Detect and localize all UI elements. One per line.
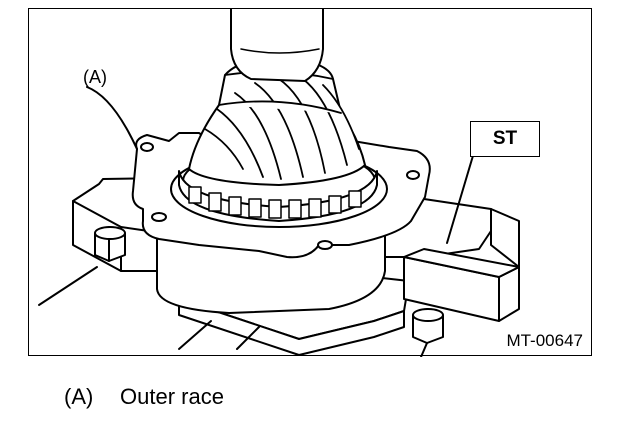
st-leader bbox=[446, 148, 476, 244]
bolt-left bbox=[94, 226, 126, 262]
st-callout-box: ST bbox=[470, 121, 540, 157]
callout-a-label: (A) bbox=[83, 67, 107, 87]
press-ram bbox=[230, 9, 324, 82]
legend-text: Outer race bbox=[120, 384, 224, 409]
legend: (A) Outer race bbox=[64, 384, 224, 410]
bearing-press-illustration bbox=[38, 9, 520, 357]
bolt-right bbox=[412, 308, 444, 357]
pinion-gear bbox=[188, 56, 366, 186]
figure-id: MT-00647 bbox=[506, 331, 583, 350]
st-label: ST bbox=[492, 128, 518, 149]
callout-a-leader bbox=[86, 86, 138, 150]
legend-key: (A) bbox=[64, 384, 94, 409]
illustration-frame: (A) ST MT-00647 bbox=[28, 8, 592, 357]
